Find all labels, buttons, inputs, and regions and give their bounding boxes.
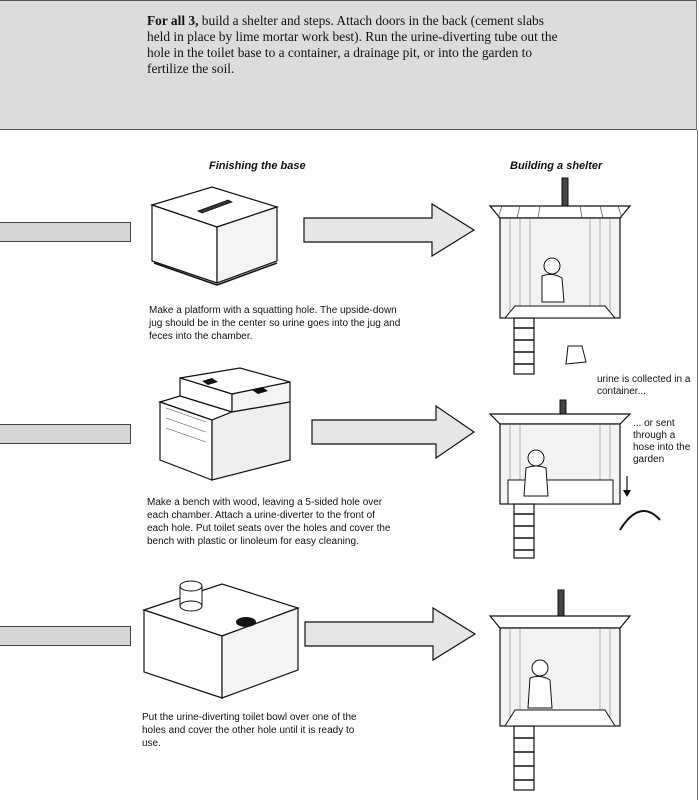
caption-platform: Make a platform with a squatting hole. T… xyxy=(149,305,401,342)
section-tab-3 xyxy=(0,626,131,646)
bowl-base-illustration xyxy=(142,580,300,699)
bench-base-illustration xyxy=(158,367,291,481)
note-garden: ... or sent through a hose into the gard… xyxy=(633,418,691,465)
caption-bowl: Put the urine-diverting toilet bowl over… xyxy=(142,712,357,749)
heading-finishing-base: Finishing the base xyxy=(209,160,306,172)
intro-bold: For all 3, xyxy=(147,13,199,28)
section-tab-2 xyxy=(0,424,131,444)
intro-text: For all 3, build a shelter and steps. At… xyxy=(147,13,567,77)
arrow-right-icon xyxy=(303,202,476,258)
shelter-illustration-2 xyxy=(488,399,661,559)
down-arrow-icon xyxy=(623,476,631,497)
arrow-right-icon xyxy=(304,606,477,662)
note-container: urine is collected in a container... xyxy=(597,374,691,397)
caption-bench: Make a bench with wood, leaving a 5-side… xyxy=(147,497,391,547)
page-border xyxy=(697,130,698,800)
intro-panel: For all 3, build a shelter and steps. At… xyxy=(0,0,697,130)
arrow-right-icon xyxy=(311,404,476,460)
shelter-illustration-3 xyxy=(488,589,632,791)
shelter-illustration-1 xyxy=(488,177,632,375)
section-tab-1 xyxy=(0,222,131,242)
intro-body: build a shelter and steps. Attach doors … xyxy=(147,13,558,76)
heading-building-shelter: Building a shelter xyxy=(510,160,603,172)
platform-base-illustration xyxy=(150,186,279,286)
